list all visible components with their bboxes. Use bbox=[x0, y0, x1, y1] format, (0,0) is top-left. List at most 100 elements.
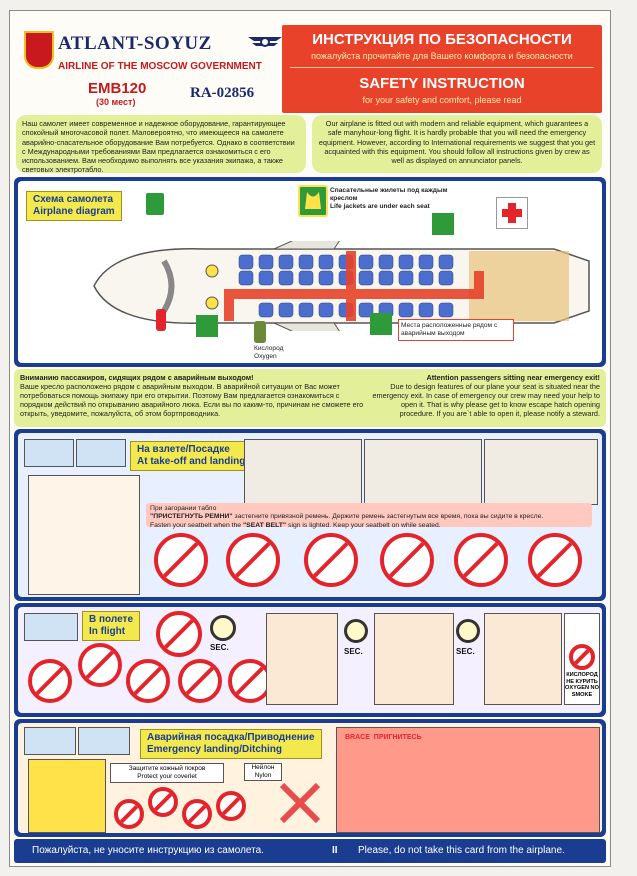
no-mobile-phone-icon bbox=[454, 533, 508, 587]
footer-page: II bbox=[332, 845, 338, 856]
seatbelt-en-2: sign is lighted. Keep your seatbelt on w… bbox=[288, 521, 441, 529]
sec-label-3: SEC. bbox=[456, 647, 475, 656]
footer-bar: Пожалуйста, не уносите инструкцию из сам… bbox=[14, 839, 606, 863]
seat-upright-illustration bbox=[28, 475, 140, 595]
no-sharp-objects-icon bbox=[216, 791, 246, 821]
exit-sign-icon-2 bbox=[370, 313, 392, 335]
exit-rows-note: Места расположенные рядом с аварийным вы… bbox=[398, 319, 514, 341]
safety-title-banner: ИНСТРУКЦИЯ ПО БЕЗОПАСНОСТИ пожалуйста пр… bbox=[282, 25, 602, 113]
no-camera-icon bbox=[226, 533, 280, 587]
ditching-label: Аварийная посадка/Приводнение Emergency … bbox=[140, 729, 322, 759]
in-flight-label-ru: В полете bbox=[89, 614, 134, 625]
takeoff-label-en: At take-off and landing bbox=[137, 456, 246, 467]
belt-insert-illustration bbox=[244, 439, 362, 505]
lifejackets-note: Спасательные жилеты под каждым креслом L… bbox=[330, 187, 450, 211]
first-aid-kit-icon bbox=[496, 197, 528, 229]
ditching-label-ru: Аварийная посадка/Приводнение bbox=[147, 732, 315, 743]
aircraft-model: EMB120 bbox=[88, 80, 147, 97]
seatbelt-instruction: При загорании табло "ПРИСТЕГНУТЬ РЕМНИ" … bbox=[146, 503, 592, 530]
timer-icon-3 bbox=[456, 619, 480, 643]
no-laptop-icon bbox=[380, 533, 434, 587]
intro-text-en: Our airplane is fitted out with modern a… bbox=[312, 115, 602, 173]
seatbelt-text-en: Fasten your seatbelt when the "SEAT BELT… bbox=[150, 522, 588, 530]
no-smoking-flight-icon bbox=[156, 611, 202, 657]
protect-coverlet-note: Защитите кожный покров Protect your cove… bbox=[110, 763, 224, 783]
emergency-exit-sign-icon bbox=[432, 213, 454, 235]
lifejackets-note-ru: Спасательные жилеты под каждым креслом bbox=[330, 187, 448, 202]
fuselage-diagram bbox=[93, 241, 590, 331]
subtitle-ru: пожалуйста прочитайте для Вашего комфорт… bbox=[311, 51, 573, 61]
no-high-heels-icon bbox=[148, 787, 178, 817]
no-pen-icon bbox=[182, 799, 212, 829]
fire-extinguisher-icon bbox=[156, 309, 166, 331]
seatbelt-en-1: Fasten your seatbelt when the bbox=[150, 521, 242, 529]
seatbelt-text-ru: "ПРИСТЕГНУТЬ РЕМНИ" застегните привязной… bbox=[150, 513, 588, 521]
mask-on-child-illustration bbox=[484, 613, 562, 705]
exit-row-notice: Вниманию пассажиров, сидящих рядом с ава… bbox=[14, 369, 606, 427]
ditching-section: Аварийная посадка/Приводнение Emergency … bbox=[14, 719, 606, 837]
landing-plane-icon bbox=[76, 439, 126, 467]
seat-count: (30 мест) bbox=[96, 97, 136, 107]
exit-notice-title-en: Attention passengers sitting near emerge… bbox=[426, 373, 600, 382]
in-flight-label: В полете In flight bbox=[82, 611, 141, 641]
coverlet-en: Protect your coverlet bbox=[137, 773, 197, 780]
airplane-diagram-section: Схема самолета Airplane diagram Спасател… bbox=[14, 177, 606, 367]
cruise-plane-icon bbox=[24, 613, 78, 641]
emergency-landing-plane-icon bbox=[24, 727, 76, 755]
sec-label-2: SEC. bbox=[344, 647, 363, 656]
registration-number: RA-02856 bbox=[190, 85, 255, 101]
airline-subtitle: AIRLINE OF THE MOSCOW GOVERNMENT bbox=[58, 61, 262, 72]
timer-icon-1 bbox=[210, 615, 236, 641]
in-flight-section: В полете In flight SEC. SEC. SEC. КИСЛОР… bbox=[14, 603, 606, 717]
oxygen-bottle-icon bbox=[254, 321, 266, 343]
footer-text-ru: Пожалуйста, не уносите инструкцию из сам… bbox=[32, 845, 264, 856]
exit-notice-text-en: Due to design features of our plane your… bbox=[372, 382, 600, 418]
brace-position-illustration: BRACE ПРИГНИТЕСЬ bbox=[336, 727, 600, 833]
lifejackets-note-en: Life jackets are under each seat bbox=[330, 203, 430, 210]
sec-label-1: SEC. bbox=[210, 643, 229, 652]
no-laptop-flight-icon bbox=[126, 659, 170, 703]
seatbelt-en-sign: "SEAT BELT" bbox=[242, 521, 287, 529]
oxygen-label: Кислород Oxygen bbox=[254, 345, 284, 360]
takeoff-label: На взлете/Посадке At take-off and landin… bbox=[130, 441, 253, 471]
diagram-label-en: Airplane diagram bbox=[33, 206, 115, 217]
no-cd-flight-icon bbox=[178, 659, 222, 703]
takeoff-plane-icon bbox=[24, 439, 74, 467]
seatbelt-ru-sign: "ПРИСТЕГНУТЬ РЕМНИ" bbox=[150, 513, 233, 521]
no-toy-car-icon bbox=[154, 533, 208, 587]
coverlet-illustration bbox=[28, 759, 106, 833]
nylon-ru: Нейлон bbox=[251, 764, 275, 771]
timer-icon-2 bbox=[344, 619, 368, 643]
belt-tighten-illustration bbox=[364, 439, 482, 505]
no-glasses-icon bbox=[114, 799, 144, 829]
title-ru: ИНСТРУКЦИЯ ПО БЕЗОПАСНОСТИ bbox=[312, 31, 572, 48]
oxygen-en: OXYGEN NO SMOKE bbox=[565, 685, 599, 698]
ditching-plane-icon bbox=[78, 727, 130, 755]
takeoff-label-ru: На взлете/Посадке bbox=[137, 444, 230, 455]
fire-extinguisher-sign-icon bbox=[146, 193, 164, 215]
no-toy-car-flight-icon bbox=[28, 659, 72, 703]
in-flight-label-en: In flight bbox=[89, 626, 126, 637]
life-jacket-icon bbox=[298, 185, 328, 217]
no-nylon-stockings-icon bbox=[276, 779, 324, 827]
no-headphones-flight-icon bbox=[228, 659, 272, 703]
intro-text-ru: Наш самолет имеет современное и надежное… bbox=[16, 115, 306, 174]
no-phone-flight-icon bbox=[78, 643, 122, 687]
nylon-en: Nylon bbox=[254, 772, 272, 779]
oxygen-no-smoke-panel: КИСЛОРОД НЕ КУРИТЬ OXYGEN NO SMOKE bbox=[564, 613, 600, 705]
exit-notice-title-ru: Вниманию пассажиров, сидящих рядом с ава… bbox=[20, 373, 254, 382]
ditching-label-en: Emergency landing/Ditching bbox=[147, 744, 283, 755]
airline-logo-block: ATLANT-SOYUZ AIRLINE OF THE MOSCOW GOVER… bbox=[20, 25, 285, 111]
brace-label: BRACE ПРИГНИТЕСЬ bbox=[345, 734, 422, 741]
title-en: SAFETY INSTRUCTION bbox=[359, 75, 525, 92]
takeoff-landing-section: На взлете/Посадке At take-off and landin… bbox=[14, 429, 606, 601]
oxygen-mask-drop-illustration bbox=[266, 613, 338, 705]
belt-release-illustration bbox=[484, 439, 598, 505]
brand-name: ATLANT-SOYUZ bbox=[58, 33, 212, 54]
exit-notice-text-ru: Ваше кресло расположено рядом с аварийны… bbox=[20, 382, 364, 418]
divider bbox=[290, 67, 594, 68]
mask-pull-illustration bbox=[374, 613, 454, 705]
moscow-emblem-icon bbox=[24, 31, 54, 69]
no-smoking-icon bbox=[528, 533, 582, 587]
diagram-label: Схема самолета Airplane diagram bbox=[26, 191, 122, 221]
